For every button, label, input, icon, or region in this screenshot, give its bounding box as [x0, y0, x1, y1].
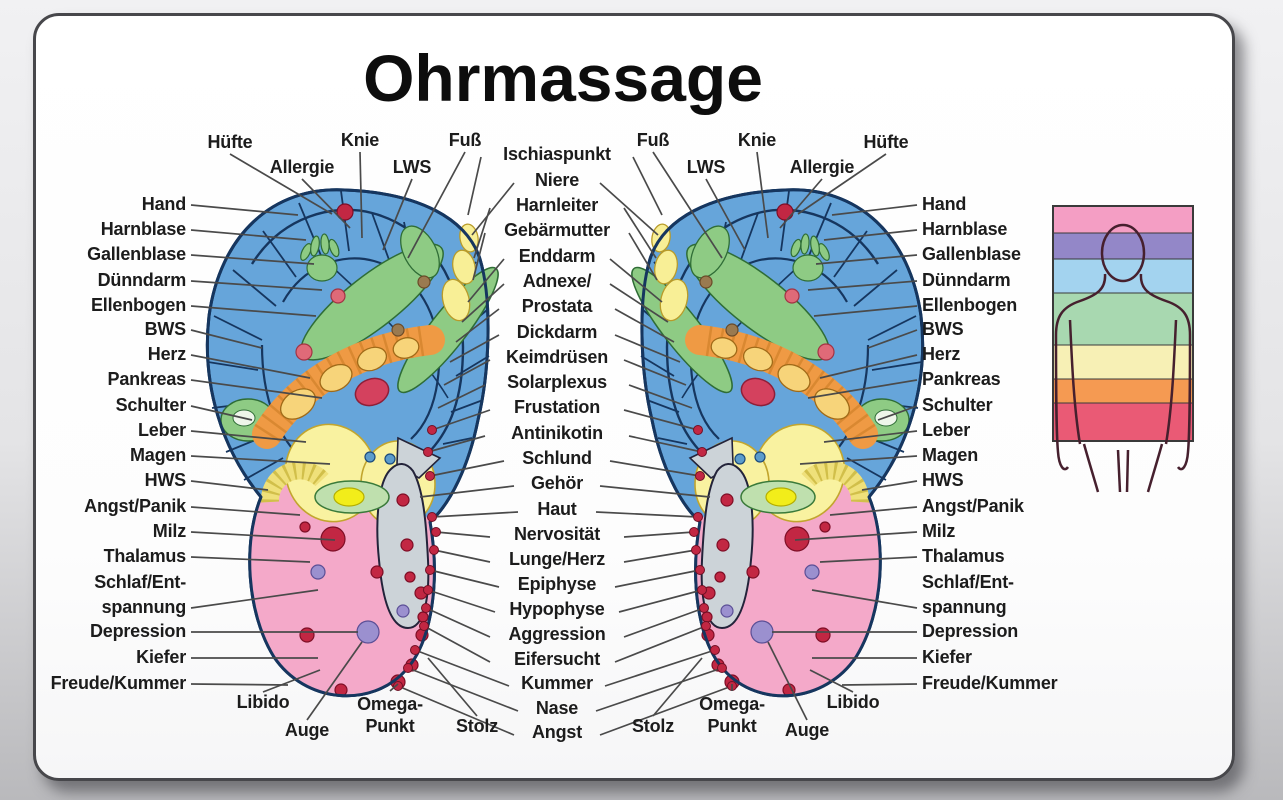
legend-band [1052, 205, 1194, 234]
legend-band [1052, 344, 1194, 380]
body-outline-icon [1054, 223, 1192, 493]
legend-band [1052, 258, 1194, 294]
legend-band [1052, 292, 1194, 346]
legend-band [1052, 378, 1194, 404]
body-color-legend [1052, 205, 1194, 493]
left-ear-illustration [207, 190, 510, 696]
page-title: Ohrmassage [363, 41, 763, 115]
legend-band [1052, 232, 1194, 260]
leader-lines [190, 151, 918, 736]
right-ear-illustration [620, 190, 923, 696]
legend-band [1052, 402, 1194, 442]
